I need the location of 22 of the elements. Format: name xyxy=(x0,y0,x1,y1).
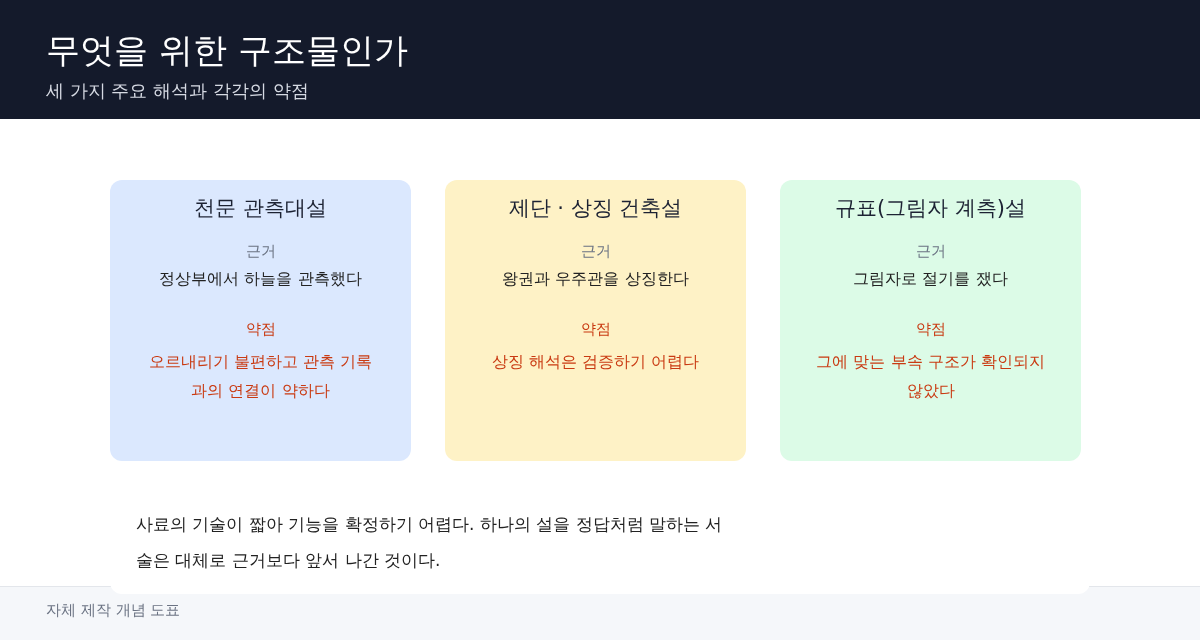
title: 무엇을 위한 구조물인가 xyxy=(46,29,408,72)
evidence-text: 정상부에서 하늘을 관측했다 xyxy=(158,269,363,290)
weakness-text: 오르내리기 불편하고 관측 기록과의 연결이 약하다 xyxy=(147,351,374,402)
footer-text: 자체 제작 개념 도표 xyxy=(46,601,181,620)
interpretation-card xyxy=(445,180,746,461)
evidence-text: 왕권과 우주관을 상징한다 xyxy=(501,269,690,290)
evidence-text: 그림자로 절기를 쟀다 xyxy=(852,269,1009,290)
card-heading: 천문 관측대설 xyxy=(193,195,328,222)
weakness-text: 그에 맞는 부속 구조가 확인되지 않았다 xyxy=(815,351,1046,402)
card-heading: 제단 · 상징 건축설 xyxy=(507,195,684,222)
subtitle: 세 가지 주요 해석과 각각의 약점 xyxy=(46,79,309,103)
weakness-text: 상징 해석은 검증하기 어렵다 xyxy=(490,351,701,373)
note-text: 사료의 기술이 짧아 기능을 확정하기 어렵다. 하나의 설을 정답처럼 말하는 서술은 대체로 근거보다 앞서 나간 것이다. xyxy=(136,513,724,572)
card-heading: 규표(그림자 계측)설 xyxy=(833,195,1028,222)
section-label: 근거 xyxy=(579,242,612,261)
section-label: 근거 xyxy=(244,242,277,261)
interpretation-card xyxy=(110,180,411,461)
interpretation-card xyxy=(780,180,1081,461)
section-label: 약점 xyxy=(244,320,277,339)
section-label: 약점 xyxy=(579,320,612,339)
section-label: 근거 xyxy=(914,242,947,261)
section-label: 약점 xyxy=(914,320,947,339)
